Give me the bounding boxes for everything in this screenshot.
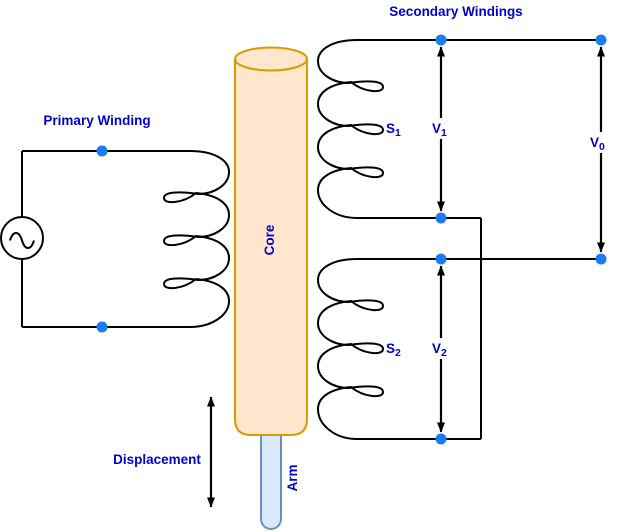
v2-label-bg <box>427 338 455 359</box>
s1-label: S1 <box>386 121 401 139</box>
primary-winding-label: Primary Winding <box>43 113 150 128</box>
primary-coil <box>162 150 231 328</box>
secondary-windings-title: Secondary Windings <box>389 4 522 19</box>
primary-top-terminal-dot <box>96 145 108 157</box>
ac-source-icon <box>0 216 44 260</box>
v1-label: V1 <box>432 121 447 139</box>
displacement-label: Displacement <box>113 452 201 467</box>
s2-bottom-terminal-dot <box>435 433 447 445</box>
core-assembly: Core Arm <box>234 46 308 530</box>
secondary-coil-s2 <box>316 258 385 440</box>
v0-top-terminal-dot <box>595 34 607 46</box>
primary-circuit: Primary Winding <box>0 113 231 333</box>
core-cylinder-top <box>234 46 308 72</box>
primary-bottom-terminal-dot <box>96 321 108 333</box>
v0-bottom-terminal-dot <box>595 253 607 265</box>
core-label: Core <box>262 224 277 255</box>
arm-label: Arm <box>285 464 300 491</box>
s1-bottom-terminal-dot <box>435 212 447 224</box>
v0-label-bg <box>585 132 613 153</box>
v0-label: V0 <box>590 135 605 153</box>
displacement-indicator: Displacement <box>113 396 215 508</box>
s1-top-terminal-dot <box>435 34 447 46</box>
secondary-coil-s1 <box>316 39 385 219</box>
v1-label-bg <box>427 118 455 139</box>
core-cylinder-body <box>234 59 308 436</box>
v2-label: V2 <box>432 341 447 359</box>
secondary-circuit: Secondary Windings S1 V1 V0 S2 V2 <box>316 4 613 445</box>
s2-label: S2 <box>386 341 401 359</box>
s2-top-terminal-dot <box>435 253 447 265</box>
